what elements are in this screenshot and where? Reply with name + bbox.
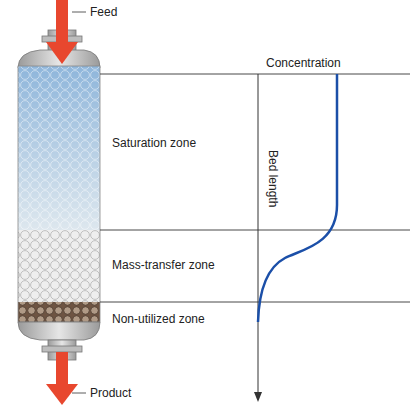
zone-label: Saturation zone	[112, 136, 196, 150]
product-label: Product	[90, 386, 131, 400]
axis-label: Concentration	[266, 56, 341, 70]
zone-label: Mass-transfer zone	[112, 258, 215, 272]
zone-label: Non-utilized zone	[112, 312, 205, 326]
feed-label: Feed	[90, 5, 117, 19]
axis-label: Bed length	[266, 150, 280, 207]
